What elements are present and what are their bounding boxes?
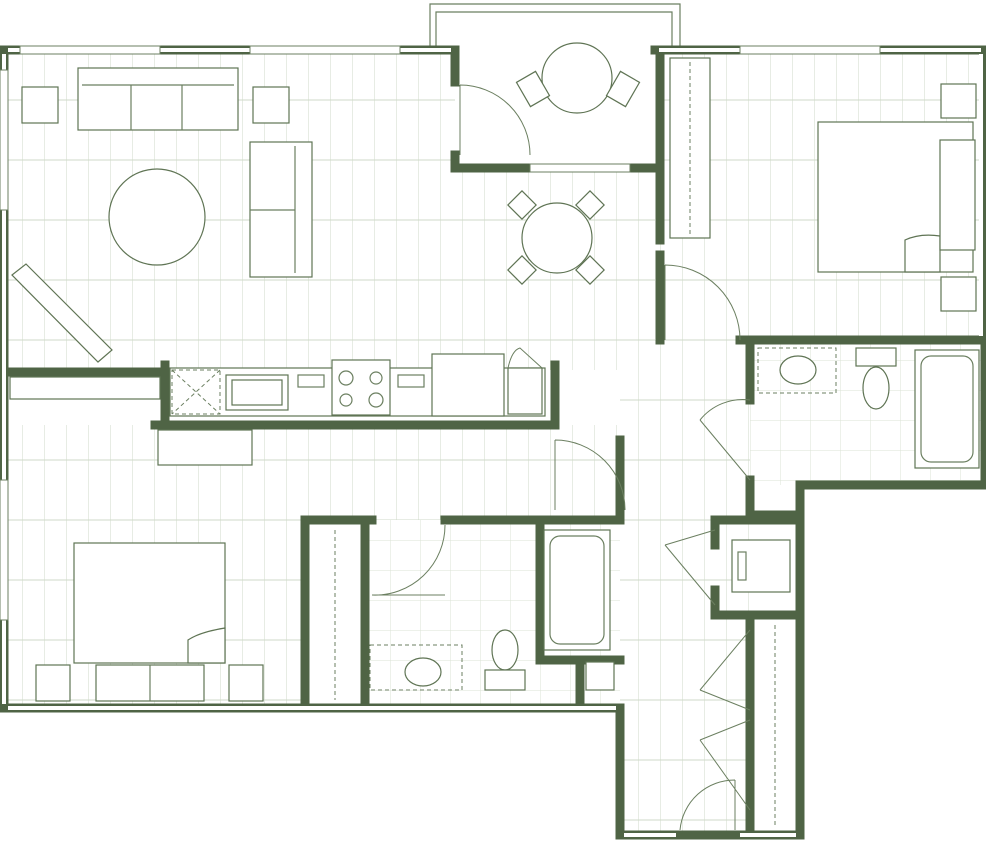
toilet	[491, 629, 519, 671]
bedroom-door-swing	[664, 264, 741, 341]
dining-table	[521, 202, 593, 274]
headboard-pillows	[939, 139, 976, 251]
sink	[779, 355, 817, 385]
balcony-table	[541, 42, 613, 114]
closet-door-swing	[664, 529, 716, 606]
linen-closet	[9, 376, 161, 400]
closet-door-swing	[699, 629, 751, 811]
nightstand	[35, 664, 71, 702]
nightstand	[228, 664, 264, 702]
sliding-door	[529, 163, 631, 173]
bathtub	[914, 349, 980, 469]
left-bath-door-swing	[371, 524, 446, 596]
toilet	[862, 366, 890, 410]
tv-console	[11, 263, 113, 363]
refrigerator	[431, 353, 505, 417]
left-bath	[369, 529, 615, 691]
bath-door-swing	[699, 399, 751, 481]
left-bedroom-furniture	[35, 530, 336, 702]
dishwasher	[171, 369, 221, 415]
sink	[404, 657, 442, 687]
doors	[371, 84, 751, 831]
hall-floor	[620, 340, 750, 835]
washer-dryer	[731, 539, 791, 593]
window	[0, 479, 9, 621]
nightstand	[940, 276, 977, 312]
window	[739, 45, 881, 55]
pantry	[507, 367, 543, 415]
entry-door-swing	[679, 779, 736, 831]
stove	[331, 359, 391, 416]
right-bedroom-furniture	[669, 57, 977, 312]
window	[0, 69, 9, 211]
vanity	[757, 347, 837, 394]
nightstand	[940, 83, 977, 119]
sofa	[77, 67, 239, 131]
living-furniture	[11, 42, 641, 363]
right-bath	[757, 347, 980, 469]
bathtub	[543, 529, 611, 651]
kitchen-floor	[305, 425, 620, 520]
hall-closets	[731, 539, 791, 828]
balcony-railing	[429, 3, 681, 48]
side-table	[252, 86, 290, 124]
side-table	[21, 86, 59, 124]
coffee-table	[108, 168, 206, 266]
kitchen-island	[157, 429, 253, 466]
window	[19, 45, 161, 55]
kitchen	[9, 347, 546, 466]
vanity	[369, 644, 463, 691]
window	[249, 45, 401, 55]
balcony-door-swing	[459, 84, 531, 156]
kitchen-door-swing	[554, 439, 626, 511]
windows	[0, 45, 881, 621]
